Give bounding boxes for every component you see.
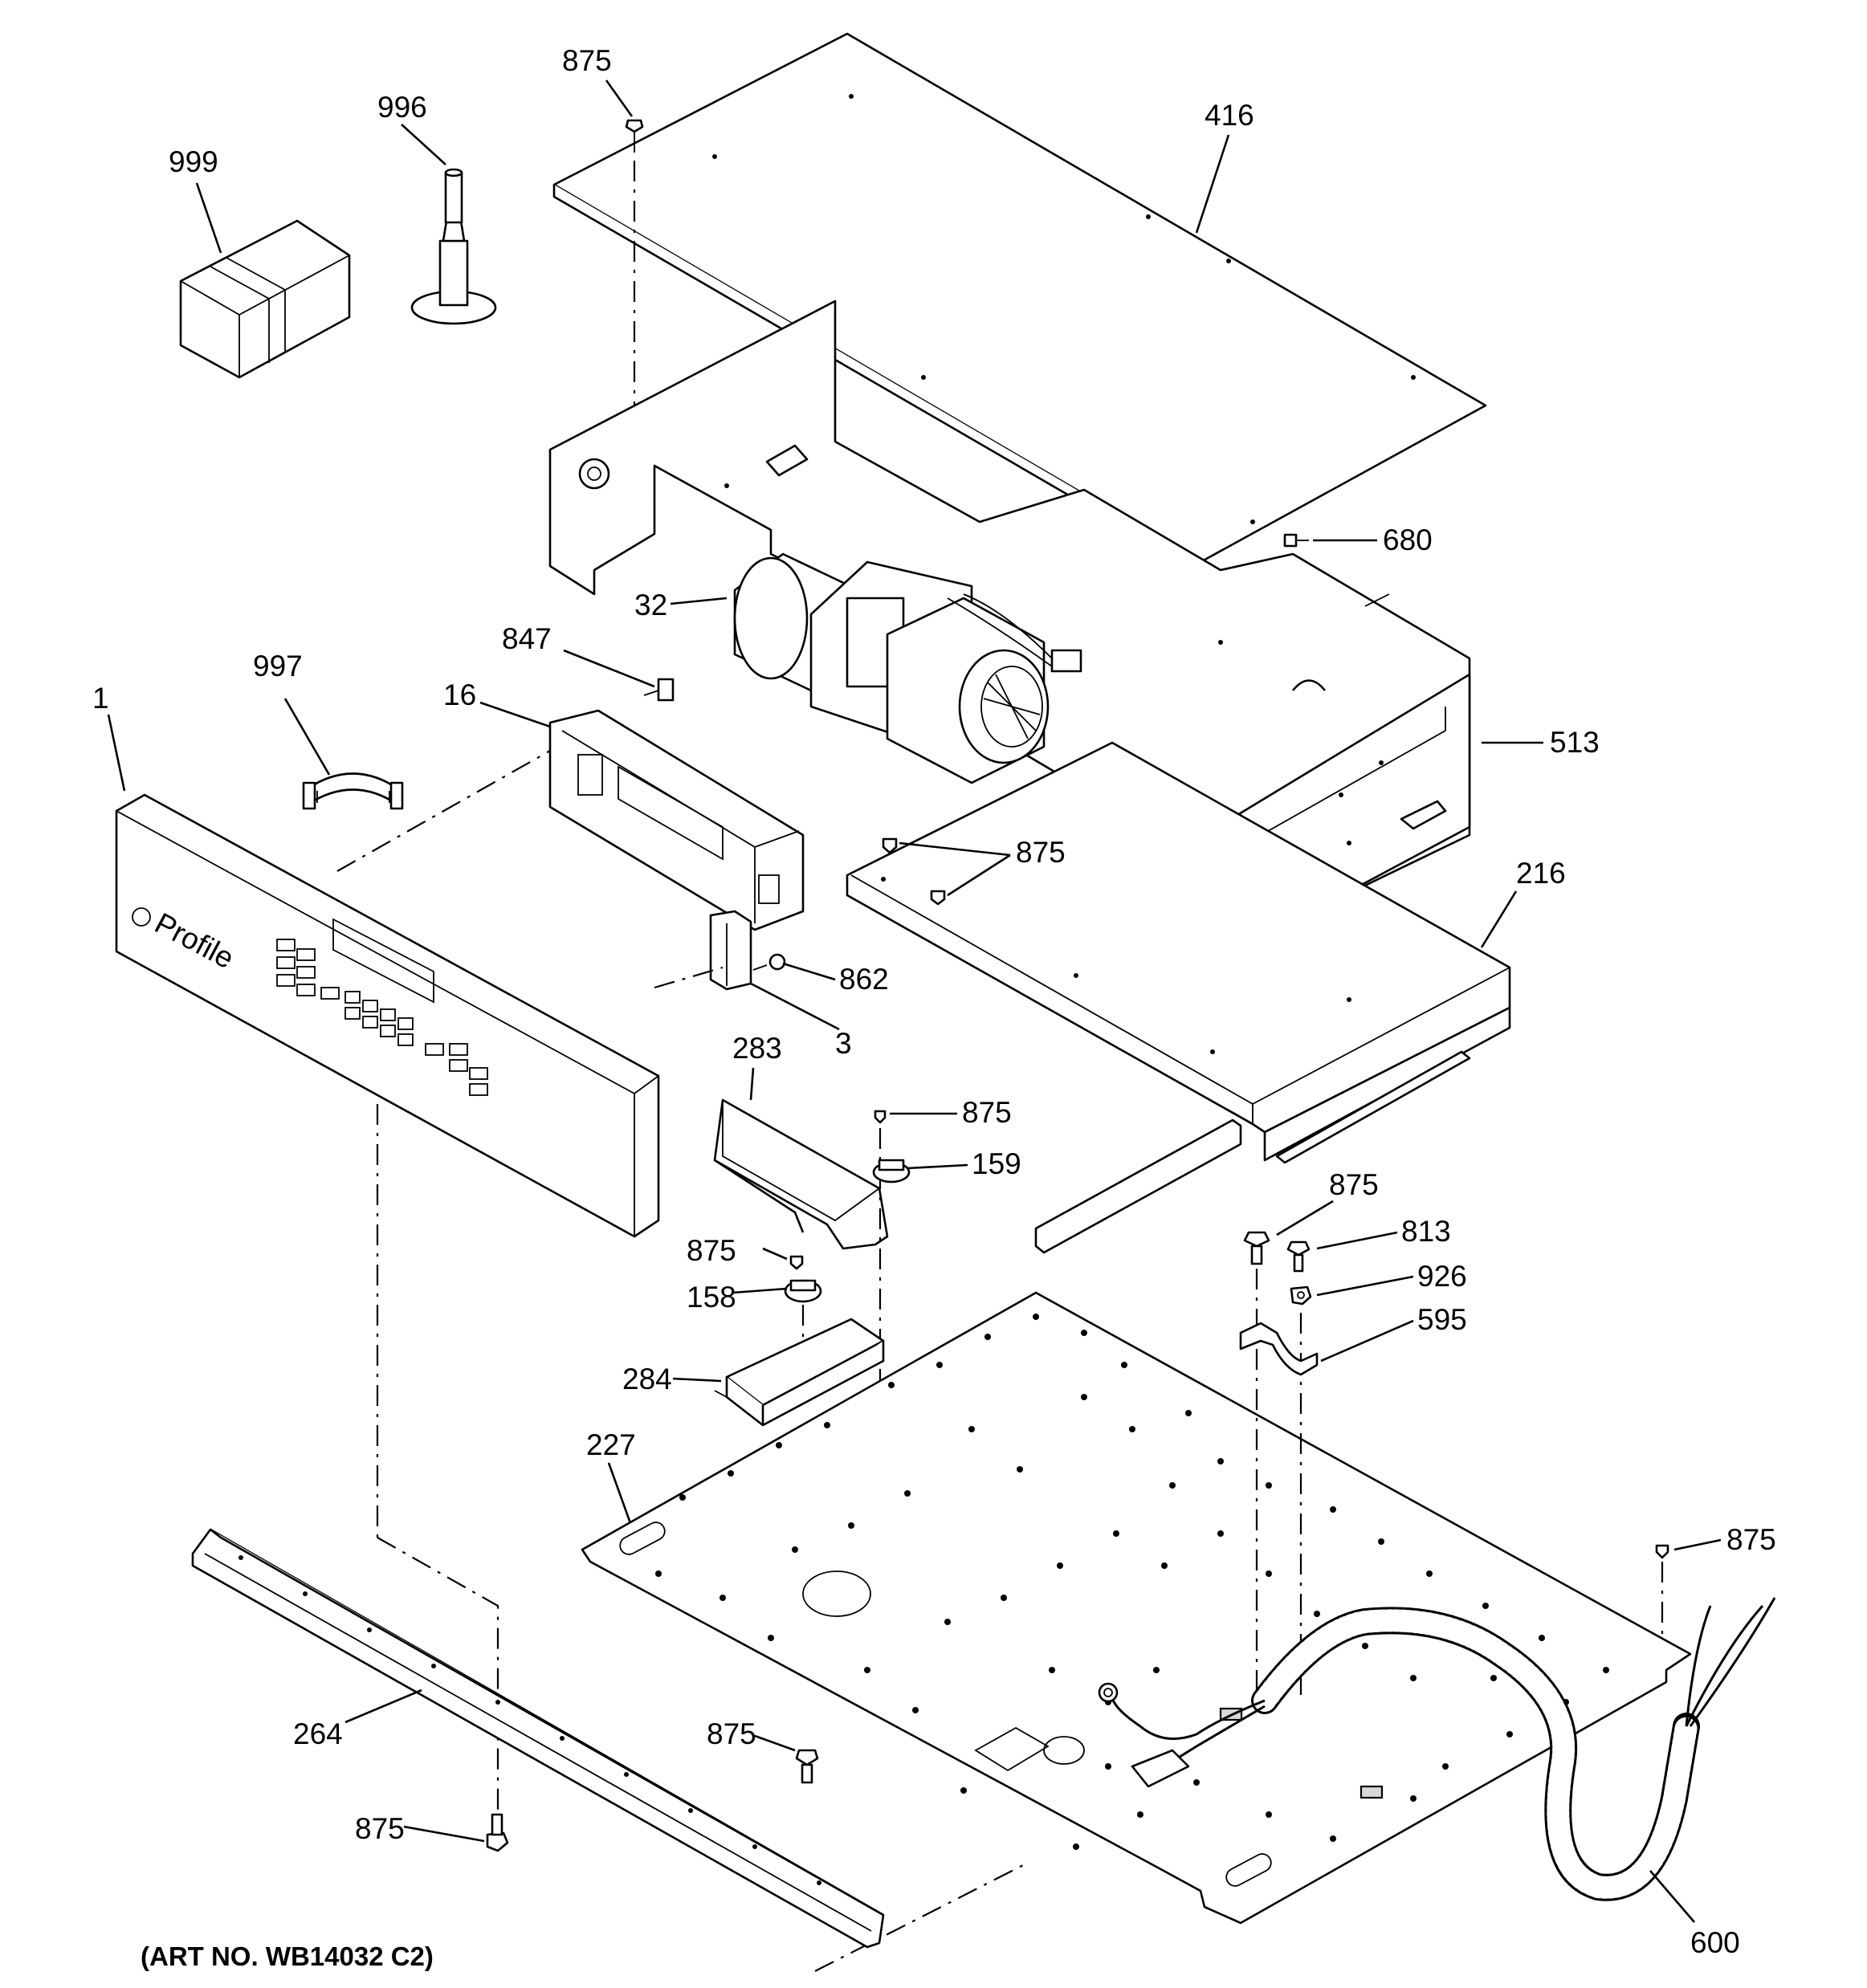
callout-875-g: 875 (355, 1812, 405, 1845)
callout-680: 680 (1383, 523, 1433, 556)
callout-875-mid: 875 (1016, 836, 1066, 869)
part-875-screw-right[interactable] (1655, 1544, 1669, 1642)
part-1-control-panel[interactable]: Profile (115, 793, 660, 1238)
part-284-bracket[interactable] (714, 1318, 885, 1427)
part-875-screw-shelf[interactable] (882, 837, 946, 906)
part-16-control-board[interactable] (548, 709, 805, 931)
callout-416: 416 (1205, 99, 1254, 132)
callout-284: 284 (622, 1363, 672, 1395)
callout-875-b: 875 (962, 1096, 1012, 1129)
callout-159: 159 (972, 1147, 1021, 1180)
callout-875-c: 875 (1329, 1168, 1379, 1201)
part-600-conduit-power-cord[interactable] (1098, 1597, 1776, 1901)
part-996-leveling-leg[interactable] (410, 168, 497, 325)
part-875-screw-top[interactable] (625, 119, 644, 422)
part-875-screw-bottom-mid[interactable] (795, 1749, 819, 1784)
callout-595: 595 (1417, 1303, 1467, 1336)
part-680-screw[interactable] (1283, 533, 1309, 548)
callout-158: 158 (687, 1281, 736, 1314)
callout-847: 847 (502, 622, 552, 655)
callout-875-top: 875 (562, 44, 612, 77)
leader-lines (107, 79, 1722, 1923)
part-862-screw[interactable] (752, 953, 786, 971)
panel-keypad (276, 939, 488, 1096)
callout-813: 813 (1401, 1215, 1451, 1248)
part-999-carton-box[interactable] (179, 219, 351, 379)
part-216-shelf[interactable] (846, 741, 1511, 1254)
part-847-screw[interactable] (643, 678, 675, 702)
callout-216: 216 (1516, 857, 1566, 890)
callout-227: 227 (586, 1428, 636, 1461)
part-283-duct[interactable] (713, 1098, 889, 1250)
part-997-ribbon-cable[interactable] (302, 772, 404, 810)
callout-875-f: 875 (707, 1717, 756, 1750)
part-159-thermostat[interactable] (872, 1159, 911, 1183)
callout-labels: 875 996 999 416 680 32 847 997 1 16 513 … (92, 44, 1776, 1959)
callout-1: 1 (92, 682, 109, 715)
part-264-trim-bar[interactable] (191, 1528, 885, 1949)
callout-513: 513 (1550, 726, 1600, 759)
callout-875-e: 875 (1726, 1523, 1776, 1556)
callout-999: 999 (169, 145, 218, 178)
part-875-screw-bottom-left[interactable] (486, 1813, 509, 1852)
part-813-screw[interactable] (1286, 1240, 1311, 1273)
callout-32: 32 (634, 589, 667, 621)
part-595-strap[interactable] (1239, 1322, 1319, 1376)
part-416-top-cover[interactable] (552, 32, 1487, 573)
callout-600: 600 (1690, 1926, 1740, 1959)
callout-862: 862 (839, 963, 889, 996)
part-926-nut[interactable] (1290, 1285, 1312, 1702)
callout-283: 283 (732, 1032, 782, 1065)
callout-926: 926 (1417, 1260, 1467, 1293)
callout-875-d: 875 (687, 1234, 736, 1267)
callout-997: 997 (253, 650, 303, 682)
part-875-screw-158[interactable] (789, 1255, 804, 1270)
callout-3: 3 (835, 1027, 852, 1060)
art-number-caption: (ART NO. WB14032 C2) (141, 1941, 434, 1971)
callout-264: 264 (293, 1717, 343, 1750)
part-158-thermostat[interactable] (784, 1279, 822, 1339)
part-32-blower-motor[interactable] (733, 552, 1082, 784)
callout-16: 16 (443, 678, 476, 711)
callout-996: 996 (377, 91, 427, 124)
part-227-base-plate[interactable] (581, 1291, 1692, 1925)
part-3-bracket[interactable] (709, 910, 752, 991)
